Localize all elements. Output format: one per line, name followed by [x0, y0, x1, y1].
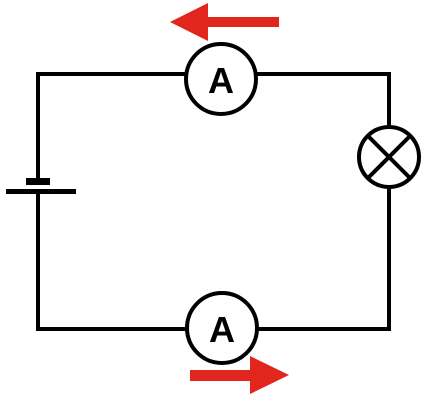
ammeter-bottom-label: A	[209, 309, 235, 350]
ammeter-top-label: A	[208, 60, 234, 101]
ammeter-top-ring	[184, 42, 258, 116]
arrow-top-shaft	[198, 17, 279, 27]
battery-symbol	[6, 178, 76, 194]
battery-positive-plate	[26, 178, 50, 185]
arrow-top-head	[170, 3, 208, 41]
lamp-symbol	[357, 125, 421, 189]
circuit-wires	[36, 72, 391, 331]
ammeter-top: A	[184, 42, 258, 116]
battery-negative-plate	[6, 189, 76, 194]
ammeter-bottom-ring	[185, 291, 259, 365]
arrow-bottom-right	[190, 356, 289, 394]
lamp-cross-2	[366, 134, 412, 180]
arrow-top-left	[170, 3, 279, 41]
ammeter-bottom: A	[185, 291, 259, 365]
arrow-bottom-shaft	[190, 370, 255, 381]
arrow-bottom-head	[250, 356, 289, 394]
